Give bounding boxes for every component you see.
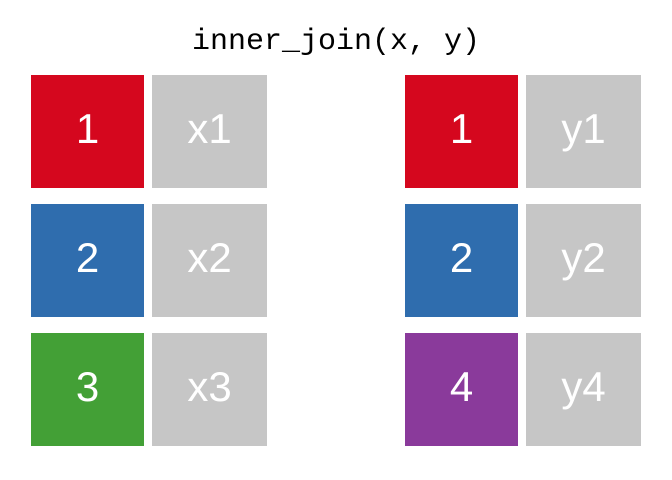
key-cell[interactable]: 3 [31, 333, 144, 446]
value-cell-label: x1 [187, 104, 232, 152]
key-cell[interactable]: 1 [405, 75, 518, 188]
value-cell[interactable]: x1 [152, 75, 267, 188]
value-cell-label: y2 [561, 233, 606, 281]
key-cell[interactable]: 2 [31, 204, 144, 317]
value-cell[interactable]: y1 [526, 75, 641, 188]
value-cell-label: x2 [187, 233, 232, 281]
key-cell-label: 2 [75, 233, 100, 281]
value-cell[interactable]: y2 [526, 204, 641, 317]
table-row: 4 y4 [405, 333, 641, 446]
value-cell[interactable]: x3 [152, 333, 267, 446]
table-y: 1 y1 2 y2 4 y4 [405, 75, 641, 446]
value-cell[interactable]: x2 [152, 204, 267, 317]
value-cell-label: y1 [561, 104, 606, 152]
table-x: 1 x1 2 x2 3 x3 [31, 75, 267, 446]
page-title: inner_join(x, y) [191, 25, 481, 59]
key-cell[interactable]: 2 [405, 204, 518, 317]
key-cell[interactable]: 1 [31, 75, 144, 188]
table-row: 2 x2 [31, 204, 267, 317]
key-cell-label: 1 [449, 104, 474, 152]
value-cell[interactable]: y4 [526, 333, 641, 446]
table-row: 2 y2 [405, 204, 641, 317]
table-row: 1 x1 [31, 75, 267, 188]
value-cell-label: y4 [561, 362, 606, 410]
key-cell-label: 4 [449, 362, 474, 410]
key-cell-label: 2 [449, 233, 474, 281]
value-cell-label: x3 [187, 362, 232, 410]
key-cell-label: 3 [75, 362, 100, 410]
key-cell[interactable]: 4 [405, 333, 518, 446]
key-cell-label: 1 [75, 104, 100, 152]
table-row: 3 x3 [31, 333, 267, 446]
table-row: 1 y1 [405, 75, 641, 188]
